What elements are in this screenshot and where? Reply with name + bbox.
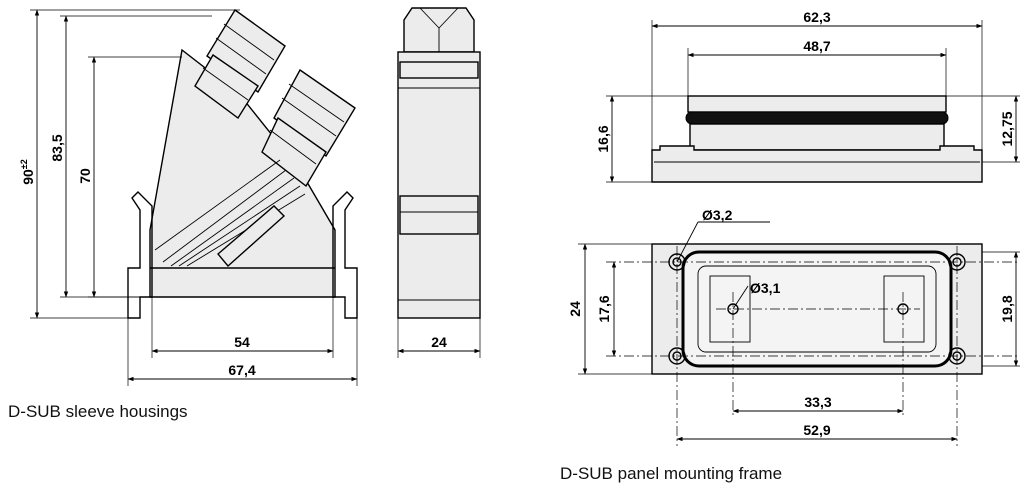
- dim-54: 54: [234, 334, 250, 350]
- dim-67-4: 67,4: [228, 362, 255, 378]
- rail-clip-left: [127, 191, 153, 319]
- rail-clip-right: [332, 191, 358, 319]
- caption-panel-mounting-frame: D-SUB panel mounting frame: [560, 464, 783, 483]
- dim-dia-3-1: Ø3,1: [750, 280, 781, 296]
- ribbon-cable: [154, 159, 306, 267]
- dim-90-tolerance: ±2: [19, 159, 29, 169]
- frame-side-view: 62,3 48,7 16,6 12,75: [595, 9, 1020, 183]
- frame-top-view: Ø3,2 Ø3,1 24 17,6 19,8 33,3 52,9: [567, 207, 1020, 446]
- dim-33-3: 33,3: [804, 394, 831, 410]
- housing-body: [149, 48, 336, 298]
- dim-side-24: 24: [431, 334, 447, 350]
- dim-48-7: 48,7: [803, 38, 830, 54]
- svg-text:90±2: 90±2: [19, 159, 36, 185]
- dim-62-3: 62,3: [803, 9, 830, 25]
- connector-slot: [217, 205, 286, 268]
- dim-52-9: 52,9: [803, 422, 830, 438]
- dim-83-5: 83,5: [49, 134, 65, 161]
- caption-sleeve-housings: D-SUB sleeve housings: [8, 402, 188, 421]
- cable-gland-upper: [194, 8, 286, 120]
- dim-frame-24: 24: [567, 301, 583, 317]
- dim-19-8: 19,8: [999, 295, 1015, 322]
- latch-left: [709, 275, 751, 343]
- dim-16-6: 16,6: [595, 125, 611, 152]
- sleeve-side-view: 24: [397, 7, 481, 358]
- side-body: [397, 51, 481, 319]
- frame-base: [651, 145, 983, 183]
- dim-dia-3-2: Ø3,2: [702, 207, 733, 223]
- frame-gasket: [685, 111, 949, 125]
- frame-top-plate: [687, 95, 947, 113]
- dim-17-6: 17,6: [596, 295, 612, 322]
- dim-70: 70: [77, 168, 93, 184]
- dim-90: 90: [20, 169, 36, 185]
- dim-12-75: 12,75: [999, 111, 1015, 146]
- cable-gland-lower: [261, 68, 356, 188]
- sleeve-front-view: 90±2 83,5 70 54 67,4: [19, 8, 358, 386]
